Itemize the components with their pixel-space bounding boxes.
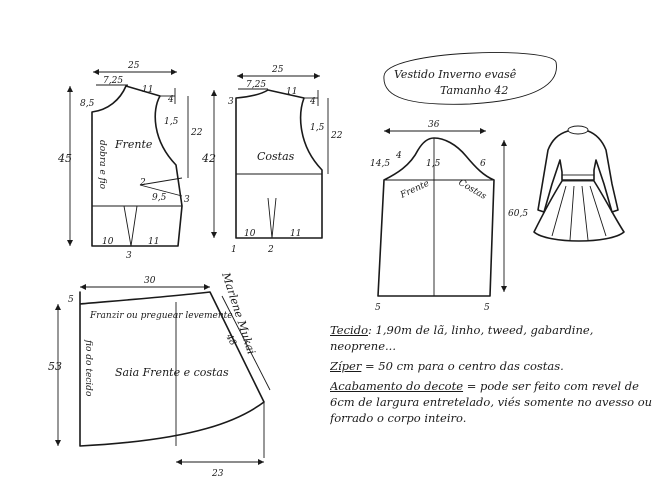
note-finish: Acabamento do decote = pode ser feito co… [330,378,660,426]
back-waist-dart [267,197,277,239]
title-line-1: Vestido Inverno evasê [394,68,517,81]
back-corner-label: 1 [231,245,237,255]
arrow-head [67,86,73,92]
back-bodice-outline [235,89,323,239]
arrow-head [314,73,320,79]
sleeve-width-label: 36 [428,120,440,130]
dress-bodice-sleeves [537,130,619,213]
arrow-head [93,69,99,75]
back-neck-width-label: 7,25 [246,80,266,90]
arrow-head [204,284,210,290]
note-finish-text: = pode ser feito com revel de 6cm de lar… [330,379,653,425]
front-bust-dart [139,177,183,197]
arrow-head [237,73,243,79]
arrow-head [501,140,507,146]
back-armhole-label: 1,5 [310,123,325,133]
back-waist-left-label: 10 [244,229,256,239]
dress-skirt-folds [551,185,607,241]
back-shoulder-label: 11 [286,87,297,97]
front-dart-top-label: 2 [139,178,146,188]
sleeve-cuff-right-label: 5 [484,303,490,313]
note-zipper: Zíper = 50 cm para o centro das costas. [330,358,660,374]
sleeve-cap-height-label: 14,5 [370,159,390,169]
notes-block: Tecido: 1,90m de lã, linho, tweed, gabar… [330,322,660,426]
back-neck-depth-label: 3 [228,97,234,107]
front-side-label: 3 [184,195,190,205]
title-line-2: Tamanho 42 [440,84,508,97]
title-bubble [383,52,557,105]
notes-container: Tecido: 1,90m de lã, linho, tweed, gabar… [330,322,660,426]
arrow-head [171,69,177,75]
arrow-head [258,459,264,465]
skirt-name: Saia Frente e costas [115,366,229,379]
front-waist-dart-label: 3 [126,251,132,261]
sleeve-cuff-left-label: 5 [375,303,381,313]
note-zipper-label: Zíper [330,359,362,373]
arrow-head [480,128,486,134]
skirt-top-drop-label: 5 [68,295,74,305]
back-waist-right-label: 11 [290,229,301,239]
front-width-label: 25 [127,61,140,71]
note-finish-label: Acabamento do decote [330,379,464,393]
back-shoulder-drop-label: 4 [309,97,316,107]
sleeve-back-label: Costas [457,178,489,202]
sleeve-cap-mid-label: 1,5 [426,159,441,169]
front-shoulder-label: 11 [142,85,153,95]
sleeve-cap-back-label: 6 [480,159,486,169]
front-bodice-outline [91,85,183,247]
dress-neckline [567,125,589,135]
skirt-piece: 30 5 Franzir ou preguear levemente Saia … [48,276,271,479]
skirt-length-label: 53 [48,360,62,373]
dress-waistband [561,174,595,182]
front-shoulder-drop-label: 4 [167,95,174,105]
front-bodice-piece: 25 7,25 11 4 8,5 1,5 Frente 2 9,5 3 10 1… [57,61,203,261]
skirt-hem-label: 23 [211,469,224,479]
front-dart-length-label: 9,5 [152,193,167,203]
skirt-top-label: 30 [144,276,156,286]
sleeve-piece: 36 14,5 4 1,5 6 Frente Costas 60,5 5 5 [370,120,528,313]
arrow-head [55,440,61,446]
arrow-head [211,232,217,238]
arrow-head [67,240,73,246]
sleeve-outline [377,137,495,297]
title-block: Vestido Inverno evasê Tamanho 42 [383,52,557,105]
back-bodice-piece: 25 7,25 11 4 3 1,5 Costas 10 11 2 1 42 2… [201,65,343,255]
front-fold-label: dobra e fio [97,140,107,190]
arrow-head [80,284,86,290]
back-armhole-depth-label: 22 [330,131,343,141]
note-zipper-text: = 50 cm para o centro das costas. [361,359,564,373]
front-length-label: 45 [57,152,72,165]
back-length-label: 42 [201,152,216,165]
front-armhole-label: 1,5 [164,117,179,127]
dress-illustration [533,125,625,242]
back-bodice-name: Costas [257,150,295,163]
sleeve-cap-front-label: 4 [395,151,402,161]
sleeve-length-label: 60,5 [508,209,528,219]
dress-skirt [533,180,625,242]
skirt-gather-note: Franzir ou preguear levemente [89,311,233,321]
arrow-head [384,128,390,134]
arrow-head [55,304,61,310]
arrow-head [176,459,182,465]
skirt-fold-label: fio do tecido [83,339,93,397]
sleeve-front-label: Frente [398,179,431,201]
front-waist-left-label: 10 [102,237,114,247]
back-dart-label: 2 [267,245,274,255]
front-waist-dart [123,205,138,247]
front-neck-depth-label: 8,5 [80,99,95,109]
front-armhole-depth-label: 22 [190,128,203,138]
note-fabric: Tecido: 1,90m de lã, linho, tweed, gabar… [330,322,660,354]
back-width-label: 25 [271,65,284,75]
arrow-head [501,286,507,292]
note-fabric-label: Tecido [330,323,368,337]
front-bodice-name: Frente [114,138,153,151]
skirt-diagonal-arrow [221,295,271,391]
front-waist-right-label: 11 [148,237,159,247]
arrow-head [211,90,217,96]
note-fabric-text: : 1,90m de lã, linho, tweed, gabardine, … [330,323,594,353]
front-neck-width-label: 7,25 [103,76,123,86]
